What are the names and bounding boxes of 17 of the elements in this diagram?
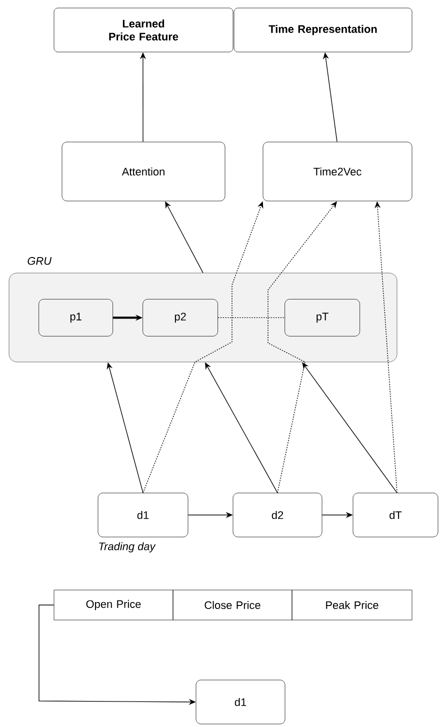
process-box: Attention: [62, 142, 226, 202]
process-box: dT: [352, 492, 438, 538]
group-heading: GRU: [28, 257, 52, 265]
process-box: Time2Vec: [262, 142, 412, 202]
output-box: Time Representation: [234, 8, 412, 52]
table-cell: Peak Price: [292, 590, 412, 620]
connector-line: [218, 317, 285, 318]
table-cell: Open Price: [54, 590, 174, 620]
process-box: p1: [38, 299, 113, 336]
table-cell: Close Price: [172, 590, 292, 620]
node-caption: Trading day: [99, 542, 156, 552]
process-box: d2: [232, 492, 322, 538]
output-box: Learned Price Feature: [54, 8, 234, 52]
process-box: d1: [196, 680, 286, 724]
process-box: d1: [98, 492, 188, 538]
process-box: pT: [284, 299, 360, 336]
process-box: p2: [142, 299, 218, 336]
